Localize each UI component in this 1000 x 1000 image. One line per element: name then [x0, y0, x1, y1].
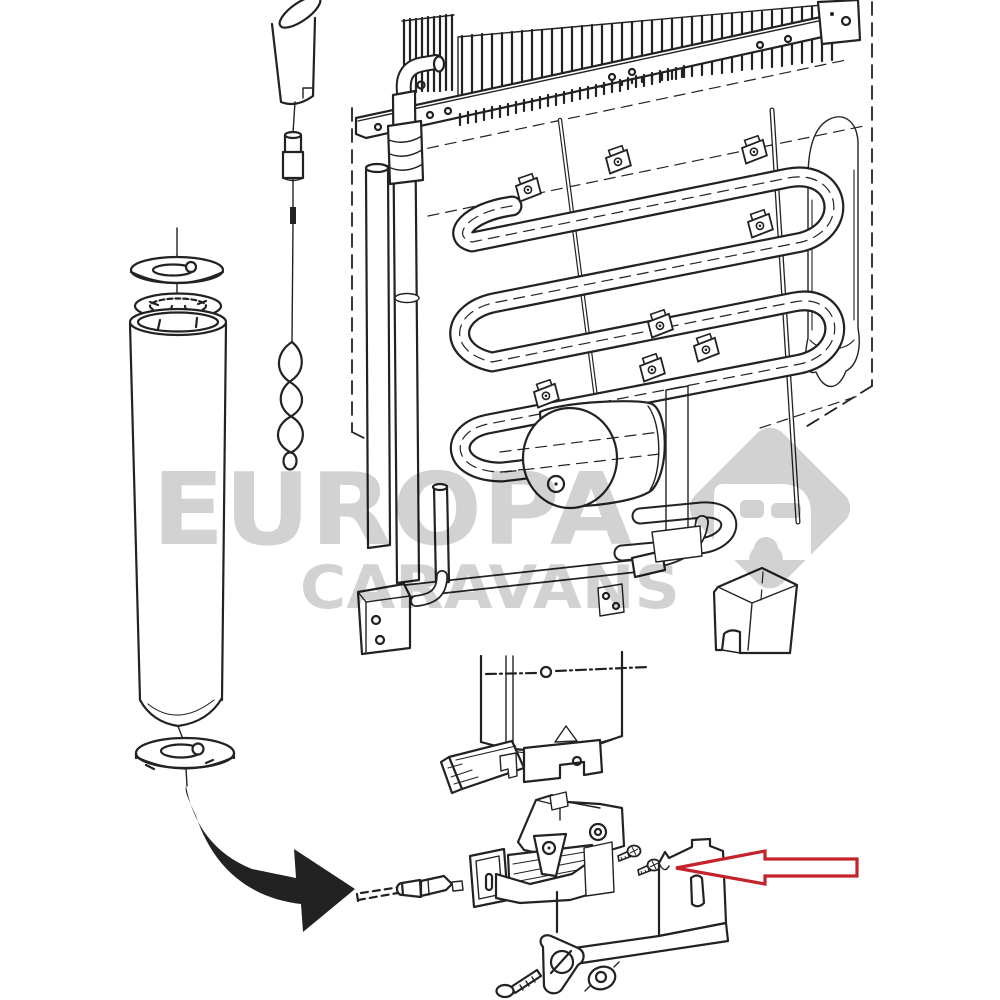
burner-cover-bracket: [558, 837, 730, 966]
boiler-drum: [499, 400, 666, 510]
fin-serration: [458, 64, 686, 127]
caravan-window-left: [740, 500, 764, 518]
flue-pipes: [364, 54, 451, 607]
baffle-washer-lower: [134, 736, 236, 771]
flue-tube: [128, 307, 228, 728]
boiler-bottom: [439, 650, 650, 795]
mounting-plate: [495, 934, 620, 999]
burner-assembly: [468, 791, 626, 934]
unit-burner-housing: [356, 582, 412, 656]
caravan-wheel-icon: [754, 537, 778, 561]
red-pointer-arrow: [675, 849, 859, 886]
rail-end-bracket: [816, 0, 862, 46]
mounting-rail: [354, 0, 862, 140]
side-plate: [651, 385, 703, 563]
watermark-line2: CARAVANS: [300, 553, 680, 623]
caravan-logo: [689, 427, 851, 589]
flue-baffle-spiral-assembly: [270, 0, 322, 471]
cooling-coils: [449, 166, 846, 483]
cooling-unit: [351, 0, 873, 656]
burner-cover-box: [712, 566, 799, 655]
gas-jet: [395, 874, 464, 899]
baffle-disc-upper: [129, 255, 225, 285]
tube-clamp: [597, 583, 625, 617]
plate-screw: [495, 968, 543, 999]
boiler-flange: [499, 738, 604, 784]
flue-tube-assembly: [128, 227, 236, 787]
watermark-line1: EUROPA: [152, 451, 632, 568]
plate-nut: [584, 961, 620, 992]
burner-gusset: [532, 832, 568, 878]
burner-side-plate: [583, 841, 615, 897]
burner-exploded-view: [395, 650, 859, 999]
caravan-window-right: [771, 503, 801, 518]
